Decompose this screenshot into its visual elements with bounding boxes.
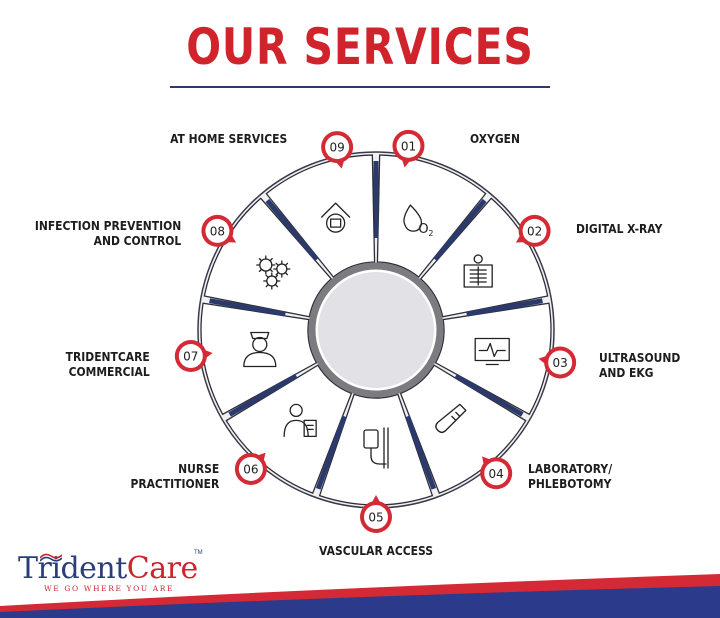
number-pin-06: 06	[234, 452, 267, 485]
number-pin-02: 02	[515, 214, 551, 247]
service-label-07: TRIDENTCARE COMMERCIAL	[65, 349, 150, 379]
service-segment-07	[200, 302, 318, 416]
pin-number: 03	[553, 356, 568, 370]
germs-icon	[256, 255, 291, 290]
title-underline	[170, 86, 550, 88]
number-pin-03: 03	[538, 346, 577, 379]
service-segment-09	[265, 154, 376, 278]
iv-drip-icon	[363, 427, 389, 469]
pin-number: 04	[489, 467, 504, 481]
nurse-practitioner-icon	[283, 403, 317, 438]
service-label-03: ULTRASOUND AND EKG	[599, 350, 681, 380]
pin-number: 07	[183, 350, 198, 364]
service-segment-04	[399, 364, 527, 494]
number-pin-05: 05	[360, 495, 392, 533]
flag-icon	[40, 553, 62, 562]
logo-care: Care	[126, 551, 198, 586]
service-segment-02	[419, 197, 549, 318]
pin-number: 01	[401, 139, 416, 153]
segment-divider	[405, 415, 437, 490]
logo-trademark: TM	[194, 550, 203, 556]
service-label-02: DIGITAL X-RAY	[576, 221, 663, 236]
segment-divider	[315, 415, 347, 490]
number-pin-04: 04	[480, 456, 513, 490]
ekg-monitor-icon	[474, 337, 510, 366]
page-title: OUR SERVICES	[186, 18, 534, 76]
center-disc	[318, 272, 434, 388]
segment-divider	[433, 198, 487, 262]
service-label-04: LABORATORY/ PHLEBOTOMY	[528, 461, 613, 491]
segment-divider	[265, 198, 319, 262]
pin-number: 08	[210, 224, 225, 238]
svg-text:O: O	[418, 222, 428, 237]
logo-trident: Trident	[18, 551, 127, 586]
number-pin-09: 09	[321, 131, 354, 169]
number-pin-08: 08	[201, 214, 237, 247]
pin-number: 05	[368, 511, 383, 525]
home-care-icon	[320, 202, 351, 233]
pin-number: 09	[329, 141, 344, 155]
service-segment-05	[318, 393, 434, 506]
footer-swoosh-navy	[0, 586, 720, 618]
service-label-08: INFECTION PREVENTION AND CONTROL	[34, 218, 181, 248]
service-label-05: VASCULAR ACCESS	[319, 543, 433, 558]
xray-icon	[463, 254, 493, 288]
logo-wordmark: TridentCare	[18, 552, 198, 586]
svg-text:2: 2	[428, 229, 433, 238]
tridentcare-logo: TridentCare WE GO WHERE YOU ARE TM	[18, 550, 203, 593]
segment-divider	[228, 373, 298, 417]
number-pin-01: 01	[392, 129, 425, 168]
nurse-icon	[243, 331, 277, 368]
service-label-09: AT HOME SERVICES	[169, 131, 287, 146]
number-pin-07: 07	[174, 340, 213, 373]
service-segment-06	[225, 364, 353, 494]
pin-number: 06	[243, 462, 258, 476]
segment-divider	[454, 373, 524, 417]
test-tube-icon	[435, 403, 467, 434]
service-segment-03	[434, 302, 552, 416]
service-label-06: NURSE PRACTITIONER	[130, 461, 219, 491]
segment-divider	[209, 298, 286, 317]
pin-number: 02	[527, 224, 542, 238]
service-segment-08	[203, 197, 333, 318]
service-label-01: OXYGEN	[470, 131, 521, 146]
logo-tagline: WE GO WHERE YOU ARE	[44, 584, 175, 593]
segment-divider	[466, 298, 543, 317]
